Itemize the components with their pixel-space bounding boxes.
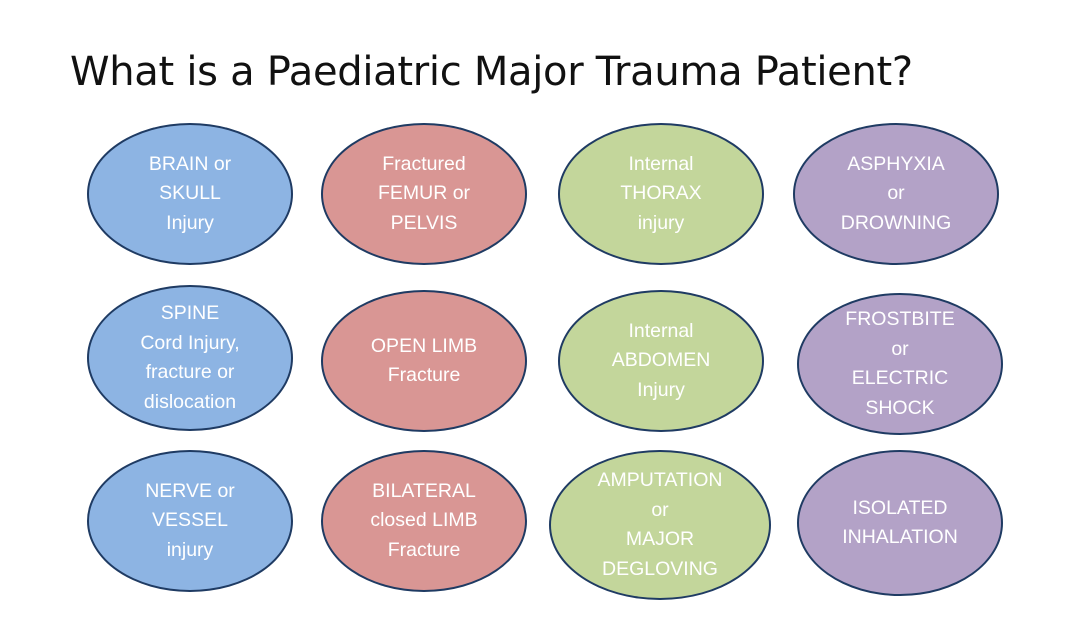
ellipse-spine-cord-injury: SPINE Cord Injury, fracture or dislocati… — [87, 285, 293, 431]
ellipse-text-line: ELECTRIC — [851, 367, 949, 389]
ellipse-text-line: THORAX — [620, 182, 702, 205]
ellipse-text-line: AMPUTATION — [597, 469, 723, 491]
ellipse-text-line: or — [651, 498, 669, 521]
ellipse-text-line: ABDOMEN — [611, 349, 711, 372]
ellipse-text-line: INHALATION — [842, 526, 958, 548]
ellipse-text-line: ASPHYXIA — [847, 152, 945, 175]
ellipse-text-line: Fracture — [387, 364, 461, 386]
ellipse-text-line: ISOLATED — [852, 496, 948, 519]
ellipse-text-line: or — [891, 337, 909, 360]
ellipse-text-line: dislocation — [143, 390, 237, 413]
ellipse-text-line: FROSTBITE — [845, 308, 955, 330]
ellipse-isolated-inhalation: ISOLATED INHALATION — [797, 450, 1003, 596]
ellipse-text-line: Injury — [637, 378, 685, 401]
ellipse-text-line: injury — [637, 211, 685, 234]
ellipse-text-line: Internal — [628, 152, 694, 175]
ellipse-frostbite-electric-shock: FROSTBITE or ELECTRIC SHOCK — [797, 293, 1003, 435]
ellipse-text-line: PELVIS — [390, 211, 458, 234]
ellipse-text-line: BILATERAL — [372, 479, 476, 502]
ellipse-text-line: Fracture — [387, 538, 461, 561]
ellipse-bilateral-closed-limb-fracture: BILATERAL closed LIMB Fracture — [321, 450, 527, 592]
ellipse-text-line: Injury — [166, 211, 214, 234]
ellipse-amputation-major-degloving: AMPUTATION or MAJOR DEGLOVING — [549, 450, 771, 600]
ellipse-internal-thorax-injury: Internal THORAX injury — [558, 123, 764, 265]
ellipse-text-line: DROWNING — [840, 211, 952, 234]
ellipse-text-line: or — [887, 182, 905, 205]
ellipse-text-line: fracture or — [145, 361, 235, 383]
ellipse-nerve-vessel-injury: NERVE or VESSEL injury — [87, 450, 293, 592]
ellipse-text-line: OPEN LIMB — [370, 334, 478, 357]
ellipse-text-line: closed LIMB — [370, 509, 478, 532]
ellipse-brain-skull-injury: BRAIN or SKULL Injury — [87, 123, 293, 265]
ellipse-text-line: Internal — [628, 319, 694, 342]
ellipse-fractured-femur-pelvis: Fractured FEMUR or PELVIS — [321, 123, 527, 265]
slide-title: What is a Paediatric Major Trauma Patien… — [70, 49, 913, 95]
ellipse-text-line: MAJOR — [625, 528, 695, 550]
ellipse-text-line: FEMUR or — [377, 182, 471, 205]
ellipse-text-line: Cord Injury, — [140, 331, 240, 354]
ellipse-text-line: SKULL — [159, 182, 221, 205]
ellipse-asphyxia-drowning: ASPHYXIA or DROWNING — [793, 123, 999, 265]
ellipse-text-line: Fractured — [382, 152, 466, 175]
ellipse-text-line: BRAIN or — [148, 152, 232, 175]
ellipse-text-line: DEGLOVING — [602, 557, 718, 580]
ellipse-open-limb-fracture: OPEN LIMB Fracture — [321, 290, 527, 432]
ellipse-text-line: SPINE — [160, 302, 220, 324]
ellipse-text-line: NERVE or — [145, 479, 235, 502]
ellipse-text-line: SHOCK — [865, 396, 935, 419]
ellipse-text-line: injury — [166, 538, 214, 561]
ellipse-text-line: VESSEL — [152, 509, 228, 532]
ellipse-internal-abdomen-injury: Internal ABDOMEN Injury — [558, 290, 764, 432]
